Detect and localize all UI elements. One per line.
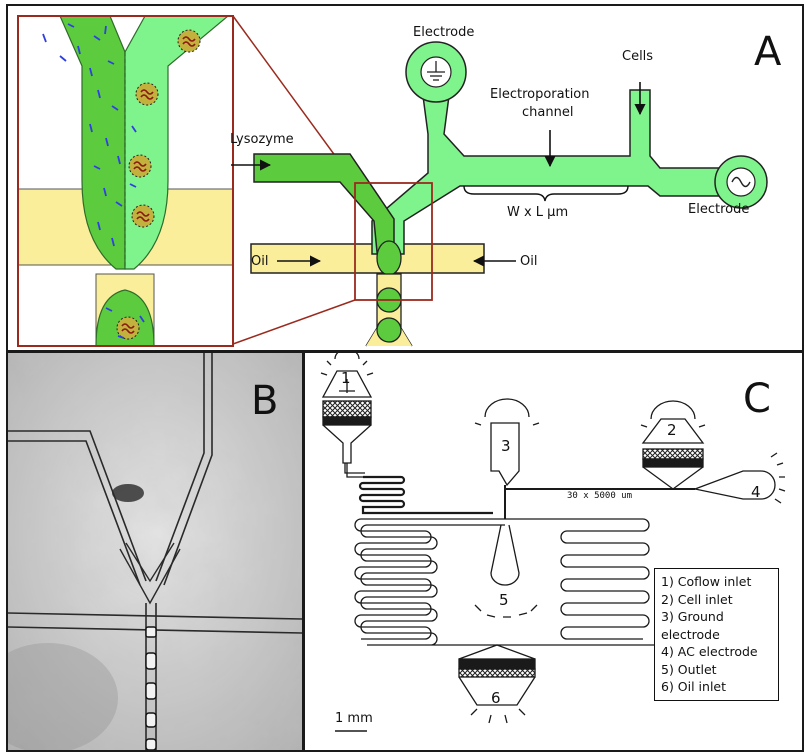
outlet-shape [490,524,520,586]
marker-5: 5 [499,591,509,609]
electrode-top-label: Electrode [413,25,475,40]
coflow-serpentine [358,475,493,515]
panel-a-letter: A [754,29,782,75]
panel-b: B [6,351,304,752]
marker-3: 3 [501,437,511,455]
inset-zoom [18,16,233,346]
chip-layout [320,353,786,732]
dimension-brace [463,185,629,202]
marker-6: 6 [491,689,501,707]
coflow-inlet-shape [320,353,374,478]
channel-label-line1: Electroporation [490,87,590,102]
legend-item-6: 6) Oil inlet [661,679,727,694]
micrograph [8,353,302,750]
left-serpentine [354,518,505,640]
cells-label: Cells [622,49,654,64]
legend-item-2: 2) Cell inlet [661,591,733,607]
oil-inlet-shape [458,644,536,724]
cell-inlet-shape [640,400,706,490]
droplet-forming [376,240,402,276]
panel-c-letter: C [743,376,771,422]
legend-item-1: 1) Coflow inlet [661,574,752,589]
marker-4: 4 [751,483,761,501]
marker-1: 1 [341,369,351,387]
oil-right-label: Oil [520,254,538,269]
droplet-2 [376,317,402,343]
oil-channel [250,243,485,274]
legend-item-5: 5) Outlet [661,661,717,677]
electroporation-channel [371,89,733,255]
oil-left-label: Oil [251,254,269,269]
lysozyme-label: Lysozyme [230,132,294,147]
zoom-box [354,182,433,301]
inset-frame [17,15,234,347]
zoom-line-bottom [232,299,356,345]
dimension-label: W x L µm [507,205,569,220]
scale-bar-label: 1 mm [335,711,373,726]
ground-electrode-shape [474,398,540,519]
panel-c: C 1 2 3 4 5 6 30 x 5000 um 1 mm 1) Coflo… [303,351,804,752]
panel-b-letter: B [251,378,279,424]
legend-item-4: 4) AC electrode [661,644,758,659]
inset-lysozyme-molecules [42,23,145,339]
marker-2: 2 [667,421,677,439]
particle-blob [112,484,144,502]
right-serpentine [505,518,650,640]
legend: 1) Coflow inlet 2) Cell inlet 3) Ground … [654,568,779,701]
channel-label-line2: channel [522,105,574,120]
ac-electrode-shape [692,470,776,500]
panel-a: A Electrode Cells Electroporation channe… [6,4,804,352]
panel-a-diagram [17,15,768,347]
chip-dimension-label: 30 x 5000 um [567,491,633,501]
inset-cell-stream [124,16,229,270]
inset-lysozyme-stream [59,16,126,270]
legend-item-3: 3) Ground electrode [661,609,724,642]
inset-cells [116,29,201,340]
electrode-right-label: Electrode [688,202,750,217]
droplet-plugs [145,626,157,750]
